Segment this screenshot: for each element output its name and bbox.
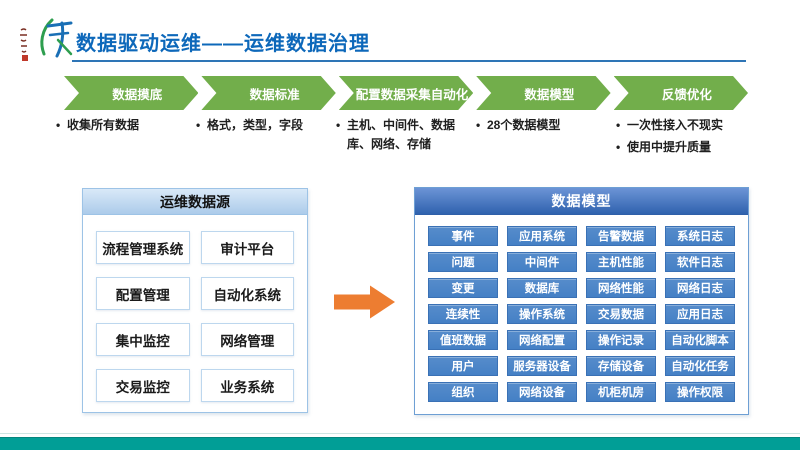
process-step-5: 反馈优化 — [614, 76, 748, 110]
data-source-item: 流程管理系统 — [96, 231, 190, 264]
process-step-label: 反馈优化 — [661, 87, 712, 102]
process-step-label: 配置数据采集自动化 — [355, 87, 469, 102]
note-col-3: 主机、中间件、数据库、网络、存储 — [336, 116, 476, 159]
process-flow: 数据摸底 数据标准 配置数据采集自动化 数据模型 反馈优化 — [64, 76, 748, 110]
brand-logo-glyph — [20, 18, 73, 61]
note-item: 收集所有数据 — [56, 116, 182, 135]
process-step-4: 数据模型 — [476, 76, 610, 110]
note-item: 28个数据模型 — [476, 116, 602, 135]
data-model-item: 事件 — [428, 226, 498, 246]
data-model-item: 自动化脚本 — [665, 330, 735, 350]
data-model-panel: 数据模型 事件 应用系统 告警数据 系统日志 问题 中间件 主机性能 软件日志 … — [414, 187, 749, 415]
data-model-item: 变更 — [428, 278, 498, 298]
data-model-item: 网络日志 — [665, 278, 735, 298]
ops-data-source-list: 流程管理系统 审计平台 配置管理 自动化系统 集中监控 网络管理 交易监控 业务… — [83, 215, 307, 418]
process-step-label: 数据模型 — [524, 87, 575, 102]
data-model-item: 网络配置 — [507, 330, 577, 350]
process-step-2: 数据标准 — [201, 76, 335, 110]
data-model-item: 机柜机房 — [586, 382, 656, 402]
data-model-item: 主机性能 — [586, 252, 656, 272]
data-model-item: 操作记录 — [586, 330, 656, 350]
data-model-grid: 事件 应用系统 告警数据 系统日志 问题 中间件 主机性能 软件日志 变更 数据… — [415, 215, 748, 415]
process-step-3: 配置数据采集自动化 — [339, 76, 473, 110]
process-step-1: 数据摸底 — [64, 76, 198, 110]
note-col-4: 28个数据模型 — [476, 116, 616, 159]
note-item: 一次性接入不现实 — [616, 116, 742, 135]
title-underline — [72, 60, 746, 62]
data-model-item: 告警数据 — [586, 226, 656, 246]
ops-data-source-panel: 运维数据源 流程管理系统 审计平台 配置管理 自动化系统 集中监控 网络管理 交… — [82, 188, 308, 413]
data-source-item: 自动化系统 — [200, 277, 294, 310]
footer-hairline — [0, 433, 800, 434]
data-model-item: 问题 — [428, 252, 498, 272]
process-step-label: 数据摸底 — [112, 87, 163, 102]
note-item: 格式，类型，字段 — [196, 116, 322, 135]
right-arrow-icon — [334, 285, 395, 319]
data-model-item: 系统日志 — [665, 226, 735, 246]
data-model-item: 值班数据 — [428, 330, 498, 350]
data-model-item: 应用日志 — [665, 304, 735, 324]
data-model-item: 交易数据 — [586, 304, 656, 324]
data-model-item: 自动化任务 — [665, 356, 735, 376]
data-model-item: 存储设备 — [586, 356, 656, 376]
data-model-item: 网络性能 — [586, 278, 656, 298]
data-model-item: 应用系统 — [507, 226, 577, 246]
data-model-item: 网络设备 — [507, 382, 577, 402]
brand-logo — [14, 10, 74, 66]
note-col-5: 一次性接入不现实 使用中提升质量 — [616, 116, 756, 159]
data-model-item: 用户 — [428, 356, 498, 376]
data-model-item: 服务器设备 — [507, 356, 577, 376]
data-model-item: 操作系统 — [507, 304, 577, 324]
data-source-item: 业务系统 — [200, 369, 294, 402]
note-col-1: 收集所有数据 — [56, 116, 196, 159]
data-source-item: 审计平台 — [200, 231, 294, 264]
data-source-item: 网络管理 — [200, 323, 294, 356]
page-title: 数据驱动运维——运维数据治理 — [76, 33, 370, 55]
data-model-item: 软件日志 — [665, 252, 735, 272]
note-item: 使用中提升质量 — [616, 138, 742, 157]
data-model-item: 连续性 — [428, 304, 498, 324]
data-source-item: 配置管理 — [96, 277, 190, 310]
footer-bar — [0, 437, 800, 450]
note-col-2: 格式，类型，字段 — [196, 116, 336, 159]
data-model-title: 数据模型 — [415, 188, 748, 215]
process-step-label: 数据标准 — [249, 87, 300, 102]
note-item: 主机、中间件、数据库、网络、存储 — [336, 116, 462, 153]
ops-data-source-title: 运维数据源 — [83, 189, 307, 215]
data-source-item: 集中监控 — [96, 323, 190, 356]
data-source-item: 交易监控 — [96, 369, 190, 402]
data-model-item: 操作权限 — [665, 382, 735, 402]
data-model-item: 数据库 — [507, 278, 577, 298]
process-notes: 收集所有数据 格式，类型，字段 主机、中间件、数据库、网络、存储 28个数据模型… — [56, 116, 756, 159]
data-model-item: 组织 — [428, 382, 498, 402]
data-model-item: 中间件 — [507, 252, 577, 272]
